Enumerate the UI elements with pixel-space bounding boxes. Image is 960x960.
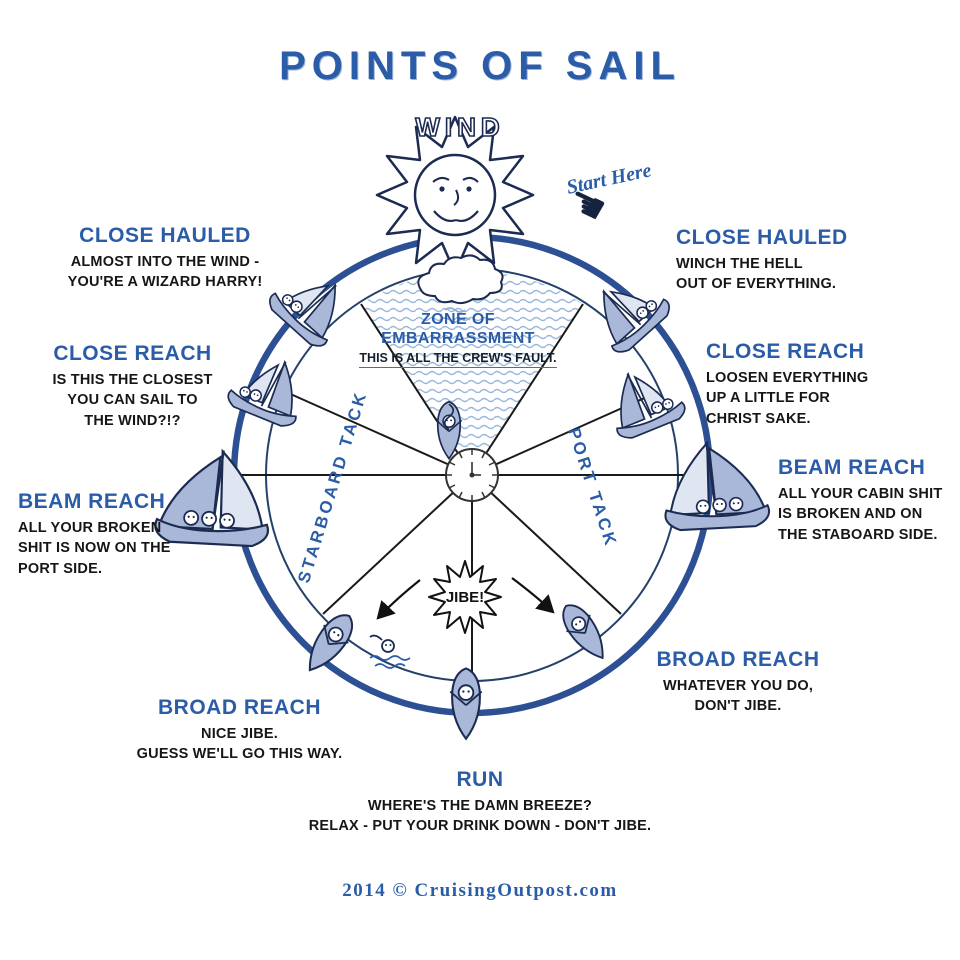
point-text: IS THIS THE CLOSEST YOU CAN SAIL TO THE …	[52, 372, 213, 429]
point-heading: CLOSE HAULED	[676, 226, 848, 249]
point-text: ALL YOUR BROKEN SHIT IS NOW ON THE PORT …	[18, 520, 171, 577]
page-title: POINTS OF SAIL	[279, 44, 681, 88]
point-heading: RUN	[456, 768, 504, 791]
point-text: NICE JIBE. GUESS WE'LL GO THIS WAY.	[136, 726, 343, 763]
point-text: WINCH THE HELL OUT OF EVERYTHING.	[676, 256, 837, 293]
point-text: ALMOST INTO THE WIND - YOU'RE A WIZARD H…	[67, 254, 263, 291]
point-run: RUN WHERE'S THE DAMN BREEZE? RELAX - PUT…	[290, 768, 670, 837]
man-overboard	[369, 634, 411, 669]
wind-label: WIND	[415, 111, 505, 143]
point-text: LOOSEN EVERYTHING UP A LITTLE FOR CHRIST…	[706, 370, 869, 427]
point-heading: CLOSE HAULED	[79, 224, 251, 247]
compass-rose	[445, 448, 499, 502]
zone-note: THIS IS ALL THE CREW'S FAULT.	[359, 351, 557, 369]
footer-credit: 2014 © CruisingOutpost.com	[342, 880, 618, 901]
zone-of-embarrassment-label: ZONE OF EMBARRASSMENT THIS IS ALL THE CR…	[358, 310, 558, 369]
point-close-reach-left: CLOSE REACH IS THIS THE CLOSEST YOU CAN …	[35, 342, 230, 431]
point-broad-reach-right: BROAD REACH WHATEVER YOU DO, DON'T JIBE.	[638, 648, 838, 717]
point-text: WHATEVER YOU DO, DON'T JIBE.	[662, 678, 814, 715]
point-text: WHERE'S THE DAMN BREEZE? RELAX - PUT YOU…	[308, 798, 652, 835]
point-close-hauled-left: CLOSE HAULED ALMOST INTO THE WIND - YOU'…	[30, 224, 300, 293]
point-heading: BEAM REACH	[18, 490, 166, 513]
point-text: ALL YOUR CABIN SHIT IS BROKEN AND ON THE…	[778, 486, 943, 543]
point-heading: BROAD REACH	[656, 648, 820, 671]
zone-heading: ZONE OF EMBARRASSMENT	[381, 311, 535, 348]
jibe-label: JIBE!	[446, 589, 484, 606]
point-broad-reach-left: BROAD REACH NICE JIBE. GUESS WE'LL GO TH…	[112, 696, 367, 765]
boat-close-hauled-starboard	[579, 263, 675, 359]
zone-of-embarrassment-wedge	[361, 271, 583, 475]
point-close-hauled-right: CLOSE HAULED WINCH THE HELL OUT OF EVERY…	[676, 226, 886, 295]
point-heading: CLOSE REACH	[53, 342, 212, 365]
point-of-sail-spokes	[237, 303, 707, 679]
boat-close-reach-starboard	[597, 357, 689, 443]
boat-run	[449, 667, 483, 740]
point-heading: BROAD REACH	[158, 696, 321, 719]
wind-face-icon	[375, 115, 535, 323]
point-beam-reach-left: BEAM REACH ALL YOUR BROKEN SHIT IS NOW O…	[18, 490, 208, 579]
jibe-burst: JIBE!	[376, 560, 555, 634]
point-beam-reach-right: BEAM REACH ALL YOUR CABIN SHIT IS BROKEN…	[778, 456, 958, 545]
point-heading: BEAM REACH	[778, 456, 926, 479]
point-heading: CLOSE REACH	[706, 340, 865, 363]
point-close-reach-right: CLOSE REACH LOOSEN EVERYTHING UP A LITTL…	[706, 340, 901, 429]
boat-in-irons	[435, 400, 463, 460]
